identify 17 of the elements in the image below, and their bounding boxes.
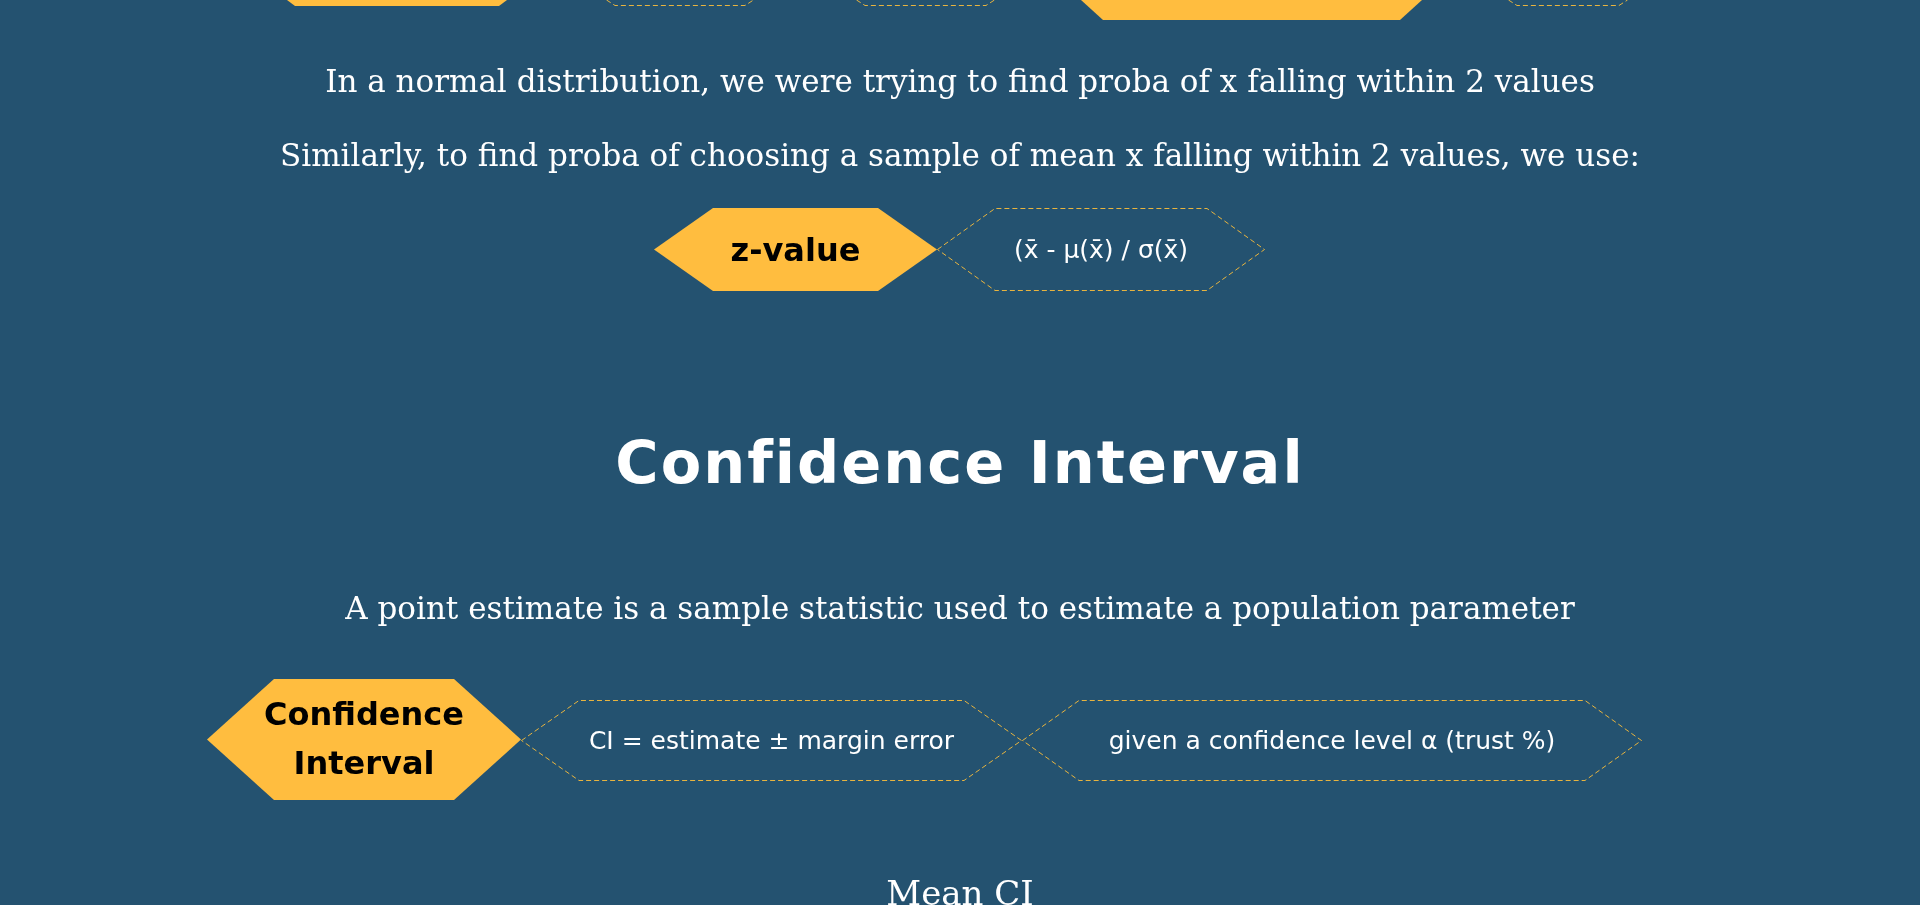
definition-text: CI = estimate ± margin error [588, 725, 955, 756]
subsection-heading: Mean CI [886, 876, 1034, 905]
hexagon-tag [287, 0, 507, 6]
dashed-hexagon [1022, 700, 1642, 781]
definition-text: given a confidence level α (trust %) [1108, 725, 1556, 756]
dashed-hexagon [521, 700, 1022, 781]
hexagon-tag [1081, 0, 1422, 20]
dashed-hexagon [937, 208, 1265, 291]
paragraph-text: Similarly, to find proba of choosing a sample of mean x falling within 2 values, we use: [280, 137, 1640, 175]
paragraph-text: In a normal distribution, we were trying to find proba of x falling within 2 values [325, 63, 1595, 101]
hexagon-tag [207, 679, 521, 800]
term-text: z-value [730, 230, 861, 269]
paragraph-text: A point estimate is a sample statistic used to estimate a population parameter [345, 590, 1575, 628]
term-text: Confidence Interval [263, 693, 465, 785]
formula-text: (x̄ - μ(x̄) / σ(x̄) [1013, 234, 1189, 265]
section-heading: Confidence Interval [615, 427, 1305, 499]
hexagon-tag [654, 208, 937, 291]
